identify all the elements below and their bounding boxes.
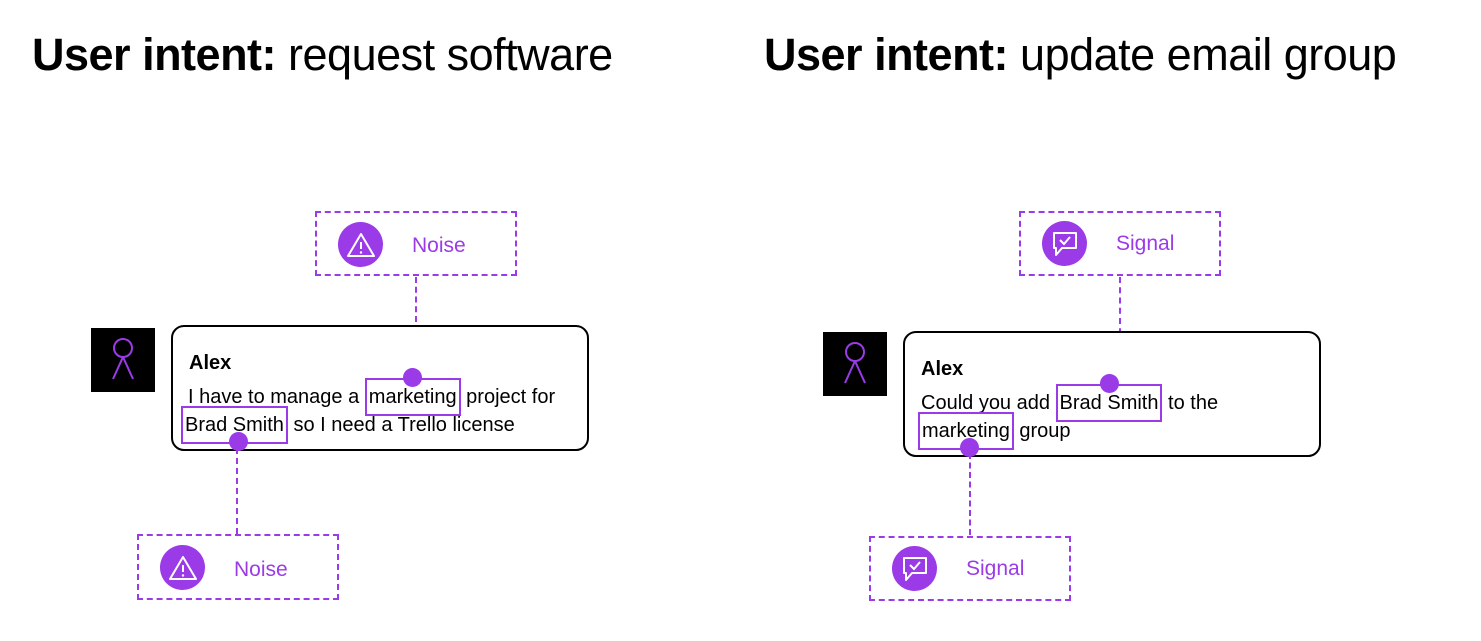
highlight-brad-smith: Brad Smith [181, 406, 288, 451]
user-icon [112, 338, 134, 380]
anchor-dot [960, 438, 979, 457]
noise-tag-bottom: Noise [137, 534, 339, 600]
chat-message: Alex Could you add Brad Smith to the mar… [903, 331, 1321, 457]
connector-line [1119, 277, 1121, 365]
signal-tag-bottom: Signal [869, 536, 1071, 601]
chat-check-icon [892, 546, 937, 591]
message-line-2: Brad Smith so I need a Trello license [181, 406, 515, 451]
chat-message: Alex I have to manage a marketing projec… [171, 325, 589, 451]
warning-triangle-icon [338, 222, 383, 267]
sender-name: Alex [921, 358, 964, 380]
chat-check-icon [1042, 221, 1087, 266]
connector-line [415, 277, 417, 361]
anchor-dot [229, 432, 248, 451]
message-line-1: Could you add Brad Smith to the [921, 374, 1218, 422]
panel-heading: User intent: update email group [764, 29, 1397, 80]
noise-tag-top: Noise [315, 211, 517, 276]
user-icon [844, 342, 866, 384]
message-line-2: marketing group [918, 412, 1071, 457]
avatar [91, 328, 155, 392]
sender-name: Alex [189, 352, 232, 374]
connector-line [969, 453, 971, 535]
highlight-brad-smith: Brad Smith [1055, 374, 1163, 422]
highlight-marketing: marketing [918, 412, 1014, 457]
panel-heading: User intent: request software [32, 29, 613, 80]
warning-triangle-icon [160, 545, 205, 590]
anchor-dot [1099, 374, 1119, 393]
message-line-1: I have to manage a marketing project for [188, 368, 555, 416]
highlight-marketing: marketing [364, 368, 461, 416]
signal-tag-top: Signal [1019, 211, 1221, 276]
connector-line [236, 448, 238, 534]
avatar [823, 332, 887, 396]
anchor-dot [402, 368, 422, 387]
